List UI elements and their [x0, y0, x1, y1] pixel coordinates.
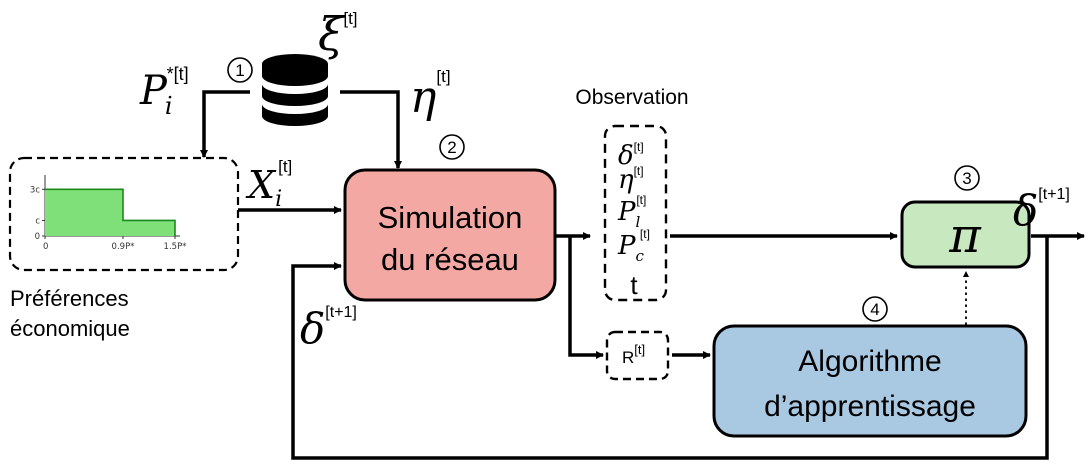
step-2-marker: 2	[439, 134, 465, 160]
observation-time: t	[630, 270, 638, 300]
arrow-db-to-simulation	[340, 90, 402, 169]
chart-x-tick-label: 1.5P*	[164, 242, 187, 252]
eta-symbol: η[t]	[410, 67, 451, 123]
observation-title: Observation	[575, 86, 688, 109]
svg-text:1: 1	[235, 61, 244, 80]
step-4-marker: 4	[862, 296, 888, 322]
chart-step-bar	[45, 189, 123, 236]
observation-items: δ[t]η[t]Pl[t]Pc[t]	[617, 140, 650, 265]
delta-output-symbol: δ[t+1]	[1013, 186, 1070, 235]
svg-text:4: 4	[870, 300, 879, 319]
observation-box	[603, 124, 668, 302]
chi-symbol: Xi[t]	[245, 157, 292, 212]
chart-y-tick-label: 0	[35, 232, 40, 242]
observation-item: Pl[t]	[617, 193, 646, 231]
simulation-box: Simulation du réseau	[343, 168, 557, 302]
reward-box	[605, 330, 670, 381]
step-3-marker: 3	[954, 165, 980, 191]
chart-y-tick-label: 3c	[30, 185, 40, 195]
svg-text:3: 3	[962, 169, 971, 188]
svg-text:2: 2	[447, 138, 456, 157]
algorithm-label-line2: d’apprentissage	[764, 390, 976, 423]
chart-step-line	[45, 188, 176, 236]
p-star-symbol: Pi*[t]	[139, 64, 189, 120]
preferences-label-line1: Préférences	[10, 286, 129, 311]
simulation-label-line2: du réseau	[381, 242, 519, 277]
database-icon	[262, 54, 328, 126]
algorithm-label-line1: Algorithme	[798, 345, 941, 378]
observation-item: δ[t]	[618, 140, 644, 171]
observation-item: η[t]	[618, 164, 644, 195]
observation-item: Pc[t]	[617, 227, 650, 265]
preferences-chart: 0 0.9P* 1.5P* 0 c 3c	[30, 175, 187, 252]
xi-symbol: ξ[t]	[318, 7, 358, 61]
chart-step-bar	[123, 220, 175, 236]
algorithm-box: Algorithme d’apprentissage	[712, 324, 1028, 438]
chart-x-tick-label: 0	[43, 242, 48, 252]
reward-symbol: R[t]	[622, 342, 645, 367]
policy-box: π	[900, 200, 1031, 269]
chart-y-tick-label: c	[35, 216, 40, 226]
step-1-marker: 1	[227, 57, 253, 83]
arrow-simulation-to-reward	[568, 236, 604, 359]
chart-x-tick-label: 0.9P*	[112, 242, 135, 252]
simulation-label-line1: Simulation	[378, 200, 523, 235]
arrow-db-to-preferences	[200, 90, 250, 158]
delta-feedback-symbol: δ[t+1]	[300, 304, 357, 353]
pi-symbol: π	[948, 208, 982, 264]
preferences-label-line2: économique	[10, 316, 130, 341]
preferences-panel: 0 0.9P* 1.5P* 0 c 3c	[8, 156, 240, 272]
feedback-loop-line	[291, 236, 1049, 460]
